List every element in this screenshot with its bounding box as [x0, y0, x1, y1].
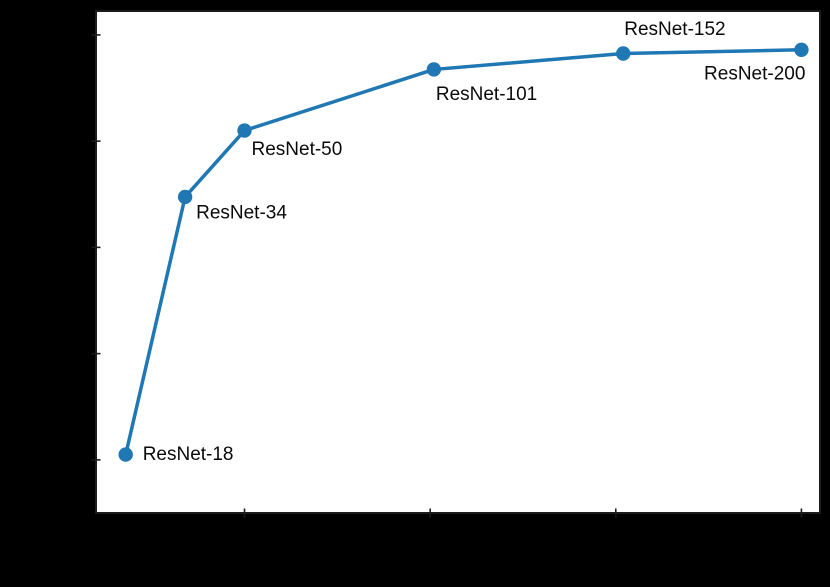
point-label-resnet-34: ResNet-34 [196, 202, 287, 223]
data-point-marker-resnet-152 [616, 46, 631, 61]
plot-area [96, 11, 820, 513]
data-point-marker-resnet-34 [177, 189, 193, 205]
axes-spines [95, 10, 821, 514]
point-label-resnet-200: ResNet-200 [704, 63, 805, 84]
data-point-marker-resnet-18 [118, 447, 133, 462]
data-point-marker-resnet-101 [426, 62, 442, 77]
data-point-marker-resnet-200 [794, 42, 809, 57]
point-label-resnet-50: ResNet-50 [252, 139, 343, 160]
accuracy-series-line [123, 48, 804, 457]
data-point-marker-resnet-50 [237, 123, 252, 138]
point-label-resnet-152: ResNet-152 [624, 19, 725, 40]
point-label-resnet-18: ResNet-18 [143, 444, 234, 465]
point-label-resnet-101: ResNet-101 [436, 84, 537, 105]
